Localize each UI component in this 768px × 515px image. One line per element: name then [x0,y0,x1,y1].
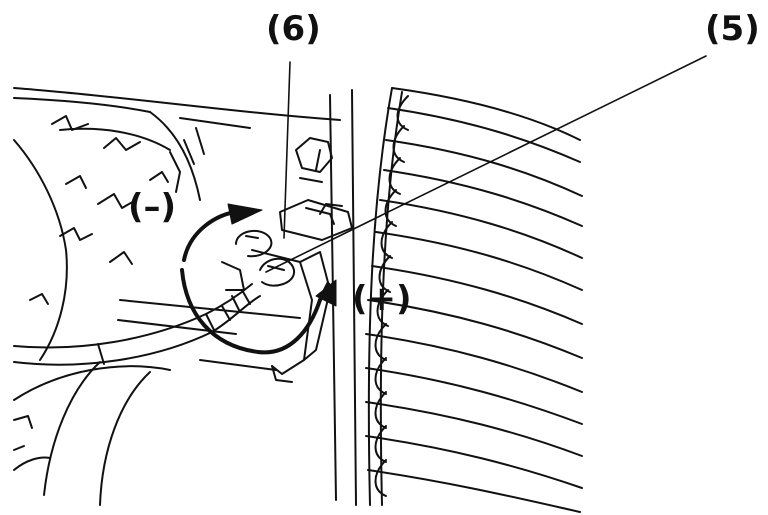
clockwise-arrow-head [315,279,337,307]
mounting-nut [295,137,333,183]
lower-wheel [13,361,171,506]
engine-fins [365,87,583,513]
callout-part-5: (5) [705,9,760,49]
tire-tread [13,115,205,361]
leader-line-5 [265,55,707,273]
callout-part-6: (6) [266,9,321,49]
counterclockwise-arrow-head [227,203,263,225]
battery-cable [13,283,261,366]
callout-negative: (–) [128,187,177,227]
leader-lines [265,55,707,273]
callout-positive: (+) [352,279,412,319]
lower-plate [117,299,301,371]
leader-line-6 [283,61,291,239]
arrow-heads [227,203,337,307]
